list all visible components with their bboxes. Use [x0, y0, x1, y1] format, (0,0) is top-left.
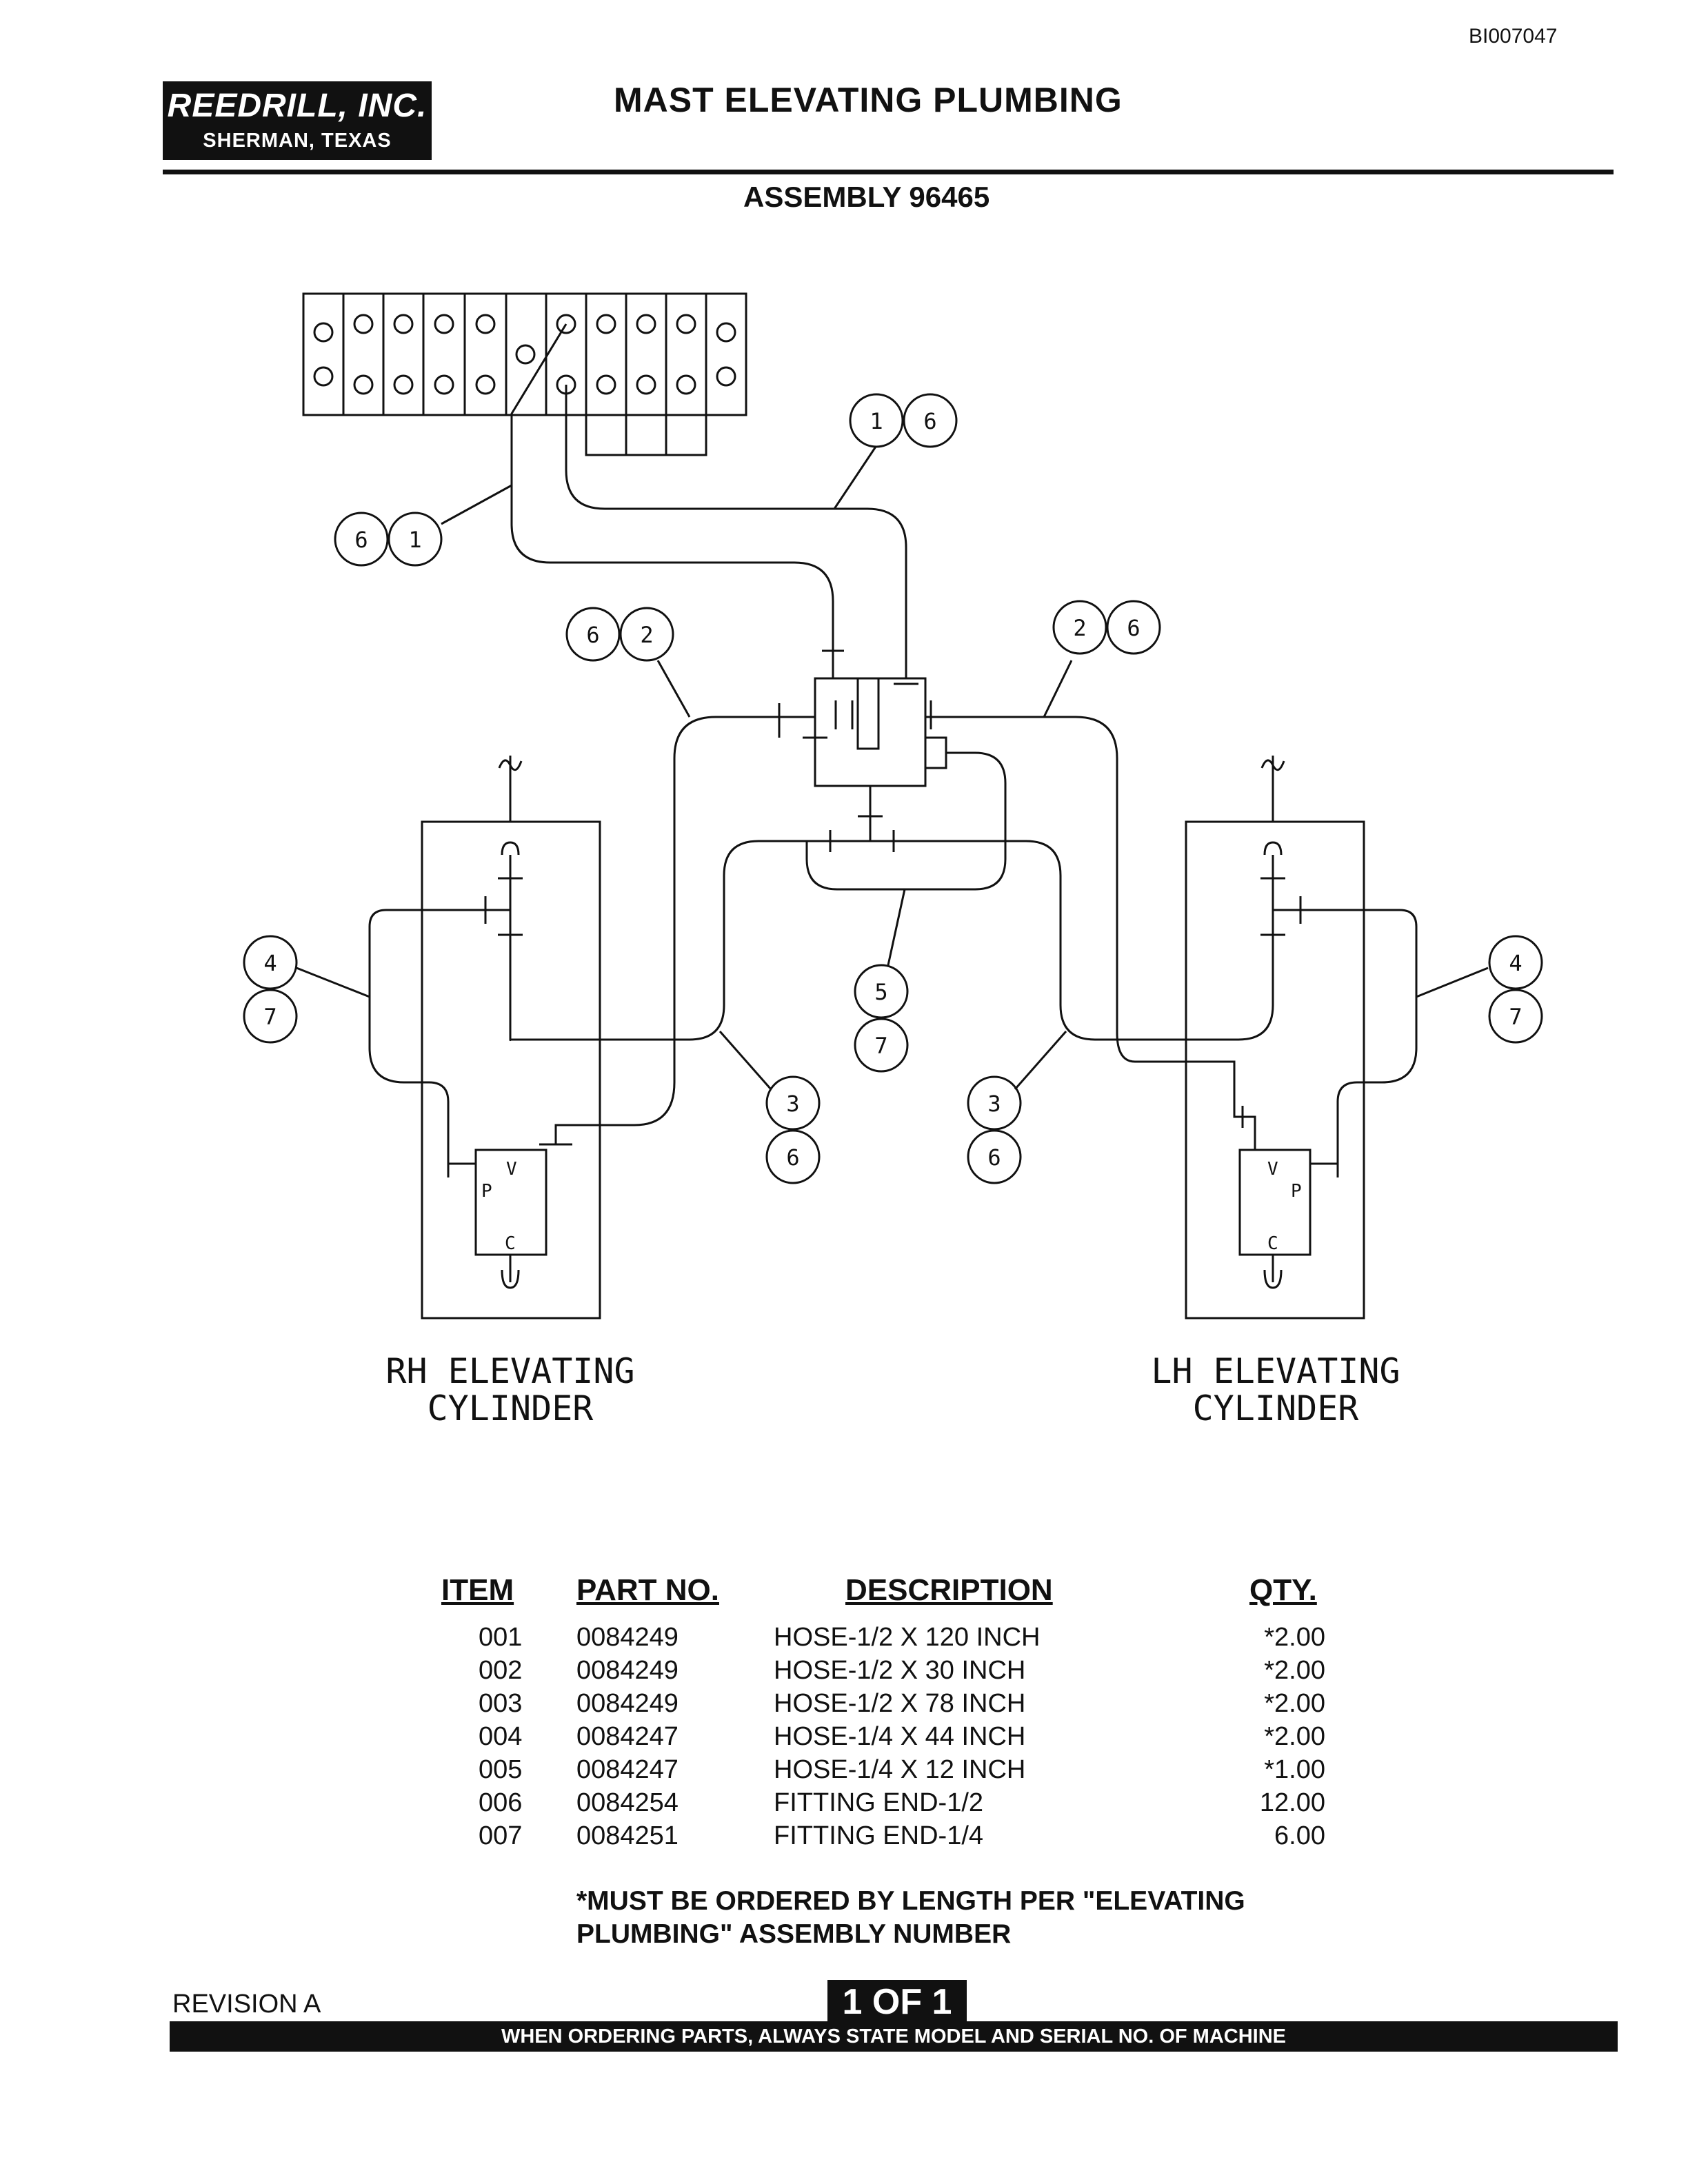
rh-cylinder-caption-2: CYLINDER	[428, 1388, 594, 1428]
qty-cell: 12.00	[1259, 1788, 1325, 1817]
description-cell: HOSE-1/2 X 120 INCH	[774, 1623, 1041, 1652]
hose-item-2-left	[554, 716, 815, 1144]
qty-cell: *2.00	[1264, 1689, 1325, 1718]
table-row: 005 0084247 HOSE-1/4 X 12 INCH *1.00	[0, 1755, 1688, 1788]
description-cell: HOSE-1/2 X 30 INCH	[774, 1656, 1026, 1685]
hose-item-4-right	[1273, 909, 1418, 1165]
plumbing-diagram: 1 6 6 1 6 2 2 6 4 7 4 7 5 7 3 6 3 6 V P …	[243, 292, 1543, 1428]
valve-bank	[302, 292, 747, 456]
port-label-p: P	[481, 1181, 492, 1202]
revision-label: REVISION A	[172, 1990, 321, 2019]
table-row: 004 0084247 HOSE-1/4 X 44 INCH *2.00	[0, 1722, 1688, 1755]
item-cell: 004	[479, 1722, 523, 1751]
table-row: 003 0084249 HOSE-1/2 X 78 INCH *2.00	[0, 1689, 1688, 1722]
balloon-text: 2	[640, 622, 653, 648]
description-cell: FITTING END-1/2	[774, 1788, 984, 1817]
balloon-text: 1	[408, 527, 421, 553]
balloon-text: 5	[874, 979, 887, 1005]
rh-cylinder-caption: RH ELEVATING	[385, 1351, 634, 1391]
item-cell: 002	[479, 1656, 523, 1685]
table-row: 001 0084249 HOSE-1/2 X 120 INCH *2.00	[0, 1623, 1688, 1656]
description-cell: HOSE-1/2 X 78 INCH	[774, 1689, 1026, 1718]
balloon-text: 3	[786, 1091, 799, 1117]
lh-elevating-cylinder	[1185, 756, 1365, 1320]
description-cell: FITTING END-1/4	[774, 1821, 984, 1850]
balloon-text: 4	[1509, 950, 1522, 976]
col-header-description: DESCRIPTION	[845, 1573, 1053, 1607]
balloon-text: 4	[263, 950, 277, 976]
rh-elevating-cylinder	[421, 756, 601, 1320]
company-location: SHERMAN, TEXAS	[203, 130, 392, 152]
col-header-item: ITEM	[441, 1573, 514, 1607]
item-cell: 006	[479, 1788, 523, 1817]
qty-cell: *2.00	[1264, 1722, 1325, 1751]
part-no-cell: 0084247	[576, 1722, 679, 1751]
item-cell: 003	[479, 1689, 523, 1718]
table-row: 002 0084249 HOSE-1/2 X 30 INCH *2.00	[0, 1656, 1688, 1689]
qty-cell: *1.00	[1264, 1755, 1325, 1784]
hose-item-3-right	[1005, 840, 1274, 1041]
center-valve-block	[778, 677, 947, 787]
description-cell: HOSE-1/4 X 12 INCH	[774, 1755, 1026, 1784]
lh-cylinder-caption: LH ELEVATING	[1151, 1351, 1400, 1391]
balloon-text: 3	[987, 1091, 1001, 1117]
part-no-cell: 0084247	[576, 1755, 679, 1784]
port-label-p: P	[1291, 1181, 1302, 1202]
assembly-number: ASSEMBLY 96465	[743, 181, 990, 213]
header-rule	[163, 170, 1614, 174]
item-balloons	[243, 393, 1543, 1184]
hose-item-2-right	[925, 716, 1136, 1063]
balloon-text: 6	[987, 1144, 1001, 1171]
port-label-c: C	[1267, 1233, 1278, 1254]
balloon-text: 6	[354, 527, 368, 553]
qty-cell: *2.00	[1264, 1656, 1325, 1685]
balloon-text: 7	[1509, 1004, 1522, 1030]
lh-cylinder-caption-2: CYLINDER	[1193, 1388, 1360, 1428]
hose-item-1-right	[565, 385, 907, 678]
company-logo: REEDRILL, INC. SHERMAN, TEXAS	[163, 81, 432, 160]
page-title: MAST ELEVATING PLUMBING	[614, 81, 1123, 119]
balloon-text: 7	[874, 1033, 887, 1059]
hose-item-1-left	[510, 323, 834, 678]
table-row: 007 0084251 FITTING END-1/4 6.00	[0, 1821, 1688, 1854]
hose-item-4-left	[368, 909, 510, 1165]
col-header-part-no: PART NO.	[576, 1573, 719, 1607]
item-cell: 001	[479, 1623, 523, 1652]
balloon-text: 6	[1127, 615, 1140, 641]
balloon-text: 6	[923, 408, 936, 434]
document-id: BI007047	[1469, 25, 1558, 48]
qty-cell: *2.00	[1264, 1623, 1325, 1652]
part-no-cell: 0084254	[576, 1788, 679, 1817]
company-name: REEDRILL, INC.	[167, 88, 428, 124]
part-no-cell: 0084251	[576, 1821, 679, 1850]
balloon-text: 6	[786, 1144, 799, 1171]
col-header-qty: QTY.	[1249, 1573, 1317, 1607]
page-number: 1 OF 1	[827, 1980, 967, 2024]
part-no-cell: 0084249	[576, 1689, 679, 1718]
ordering-note: *MUST BE ORDERED BY LENGTH PER "ELEVATIN…	[576, 1886, 1245, 1949]
port-label-v: V	[506, 1159, 517, 1180]
part-no-cell: 0084249	[576, 1656, 679, 1685]
balloon-text: 2	[1073, 615, 1086, 641]
balloon-text: 6	[586, 622, 599, 648]
item-cell: 005	[479, 1755, 523, 1784]
part-no-cell: 0084249	[576, 1623, 679, 1652]
port-label-c: C	[505, 1233, 516, 1254]
hose-item-5	[805, 751, 1007, 891]
item-cell: 007	[479, 1821, 523, 1850]
table-row: 006 0084254 FITTING END-1/2 12.00	[0, 1788, 1688, 1821]
port-label-v: V	[1267, 1159, 1278, 1180]
balloon-text: 1	[870, 408, 883, 434]
qty-cell: 6.00	[1274, 1821, 1325, 1850]
hose-item-3-left	[509, 840, 807, 1042]
balloon-text: 7	[263, 1004, 277, 1030]
description-cell: HOSE-1/4 X 44 INCH	[774, 1722, 1026, 1751]
footer-ordering-note: WHEN ORDERING PARTS, ALWAYS STATE MODEL …	[170, 2021, 1618, 2052]
